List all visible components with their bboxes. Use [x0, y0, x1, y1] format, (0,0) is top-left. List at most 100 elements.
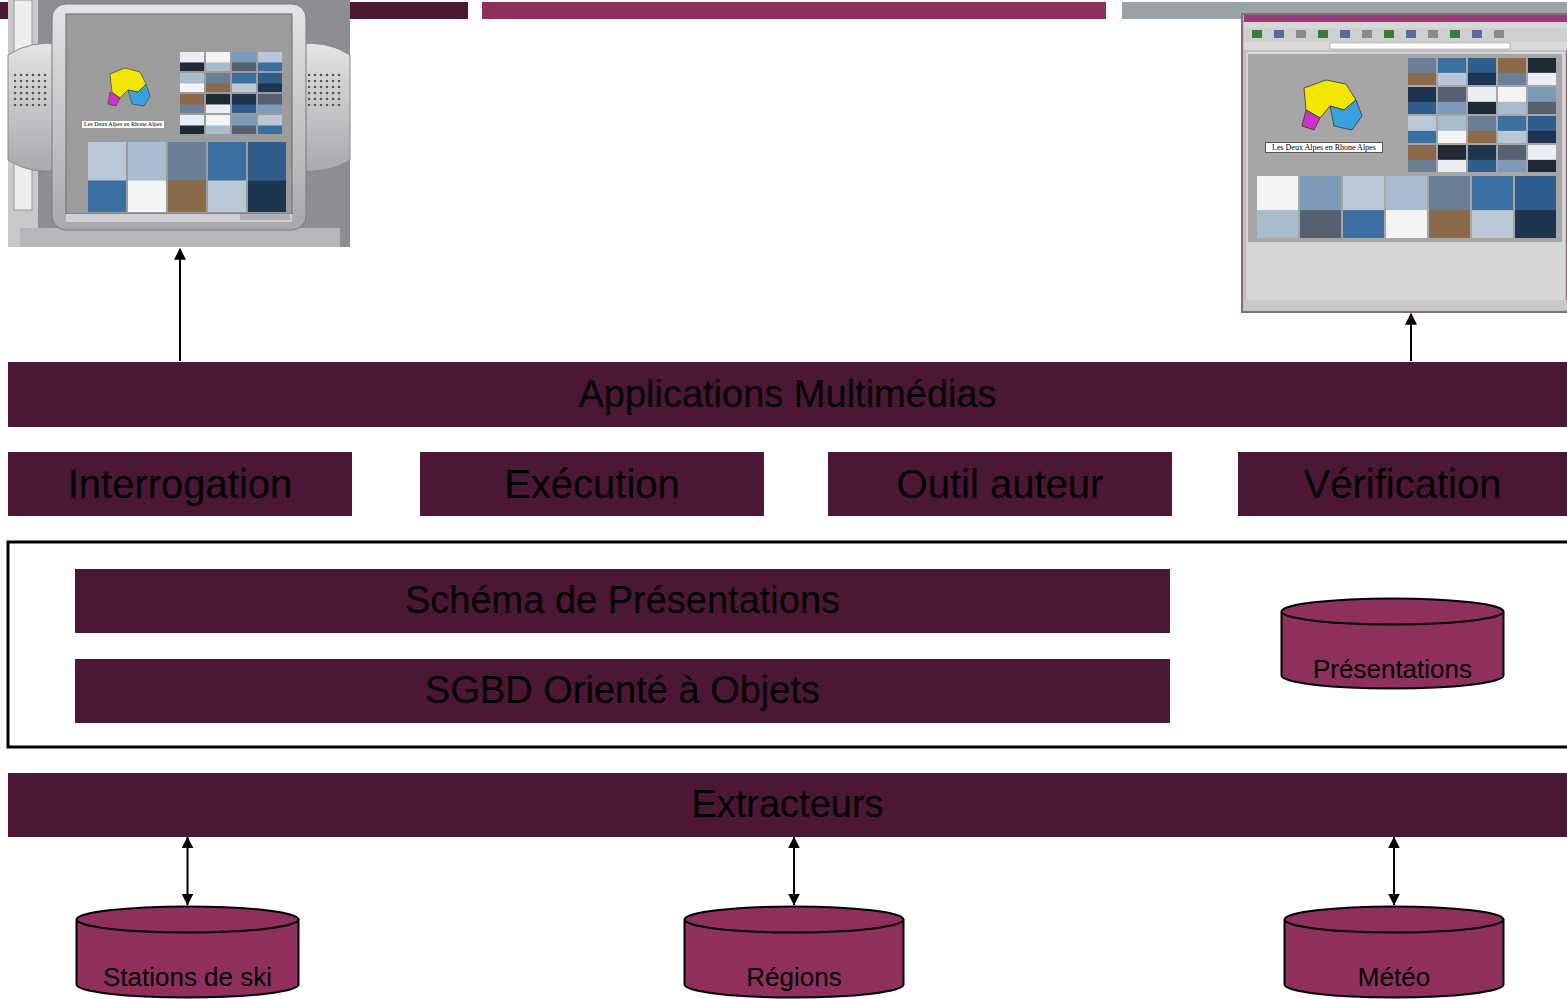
toolbar-icon: [1296, 30, 1306, 38]
photo-thumb: [1528, 87, 1556, 114]
photo-thumb: [1408, 73, 1436, 85]
photo-thumb: [88, 142, 126, 212]
photo-thumb: [1468, 116, 1496, 143]
photo-thumb: [180, 73, 204, 92]
photo-thumb: [1438, 58, 1466, 85]
toolbar-icon: [1428, 30, 1438, 38]
node-label: Exécution: [420, 461, 764, 507]
leader-arrow: [179, 249, 181, 361]
node-label: Schéma de Présentations: [75, 579, 1170, 623]
photo-thumb: [1528, 145, 1556, 172]
photo-thumb: [1498, 73, 1526, 85]
node-label: Présentations: [1280, 655, 1505, 685]
photo-thumb: [1429, 210, 1470, 238]
photo-thumb: [208, 142, 246, 212]
double-arrow: [187, 837, 189, 905]
photo-thumb: [1498, 102, 1526, 114]
photo-thumb: [258, 115, 282, 134]
database-cylinder: Météo: [1283, 905, 1505, 999]
photo-thumb: [180, 115, 204, 134]
photo-thumb: [1386, 210, 1427, 238]
photo-thumb: [1438, 87, 1466, 114]
photo-thumb: [258, 52, 282, 71]
photo-thumb: [1468, 87, 1496, 114]
photo-thumb: [1468, 58, 1496, 85]
photo-thumb: [232, 83, 256, 92]
layer-band: Schéma de Présentations: [75, 569, 1170, 633]
module-box: Vérification: [1238, 452, 1567, 516]
node-label: Stations de ski: [75, 963, 300, 993]
photo-thumb: [1438, 116, 1466, 143]
photo-thumb: [1528, 102, 1556, 114]
photo-thumb: [258, 94, 282, 113]
node-label: Vérification: [1238, 461, 1567, 507]
photo-thumb: [1528, 131, 1556, 143]
photo-thumb: [206, 52, 230, 71]
photo-thumb: [1438, 102, 1466, 114]
module-box: Interrogation: [8, 452, 352, 516]
database-cylinder: Régions: [683, 905, 905, 999]
node-label: Extracteurs: [8, 783, 1567, 827]
photo-thumb: [206, 62, 230, 71]
photo-thumb: [1408, 58, 1436, 85]
photo-thumb: [206, 83, 230, 92]
photo-thumb: [206, 104, 230, 113]
photo-thumb: [1300, 176, 1341, 238]
photo-thumb: [1257, 210, 1298, 238]
photo-thumb: [1386, 176, 1427, 238]
photo-thumb: [1438, 131, 1466, 143]
photo-thumb: [1515, 176, 1556, 238]
photo-thumb: [258, 104, 282, 113]
node-label: Outil auteur: [828, 461, 1172, 507]
photo-thumb: [1528, 58, 1556, 85]
photo-thumb: [180, 94, 204, 113]
toolbar-icon: [1362, 30, 1372, 38]
photo-thumb: [1528, 160, 1556, 172]
photo-thumb: [1343, 210, 1384, 238]
photo-thumb: [180, 125, 204, 134]
photo-thumb: [258, 62, 282, 71]
photo-thumb: [168, 181, 206, 213]
photo-thumb: [206, 94, 230, 113]
photo-thumb: [1408, 145, 1436, 172]
screen-caption: Les Deux Alpes en Rhone Alpes: [82, 121, 164, 128]
photo-thumb: [248, 181, 286, 213]
toolbar-icon: [1318, 30, 1328, 38]
photo-thumb: [232, 62, 256, 71]
photo-thumb: [128, 181, 166, 213]
photo-thumb: [1498, 87, 1526, 114]
photo-thumb: [232, 52, 256, 71]
photo-thumb: [1408, 87, 1436, 114]
photo-thumb: [248, 142, 286, 212]
double-arrow: [793, 837, 795, 905]
photo-thumb: [1438, 73, 1466, 85]
node-label: Interrogation: [8, 461, 352, 507]
photo-thumb: [1438, 145, 1466, 172]
toolbar-icon: [1252, 30, 1262, 38]
photo-thumb: [232, 115, 256, 134]
node-label: SGBD Orienté à Objets: [75, 669, 1170, 713]
photo-thumb: [1408, 116, 1436, 143]
toolbar-icon: [1494, 30, 1504, 38]
photo-thumb: [1498, 116, 1526, 143]
top-bar: [0, 2, 468, 19]
node-label: Régions: [683, 963, 905, 993]
photo-thumb: [258, 83, 282, 92]
tv-monitor: [8, 0, 350, 247]
photo-thumb: [1468, 102, 1496, 114]
region-map: [106, 68, 150, 108]
group-outline: [8, 542, 1567, 747]
node-label: Applications Multimédias: [8, 373, 1567, 417]
toolbar-icon: [1406, 30, 1416, 38]
photo-thumb: [1257, 176, 1298, 238]
layer-band: Extracteurs: [8, 773, 1567, 837]
photo-thumb: [258, 125, 282, 134]
photo-thumb: [1468, 73, 1496, 85]
photo-thumb: [232, 125, 256, 134]
photo-thumb: [1408, 102, 1436, 114]
photo-thumb: [1498, 145, 1526, 172]
database-cylinder: Présentations: [1280, 597, 1505, 690]
photo-thumb: [1498, 58, 1526, 85]
photo-thumb: [1408, 131, 1436, 143]
photo-thumb: [1472, 210, 1513, 238]
